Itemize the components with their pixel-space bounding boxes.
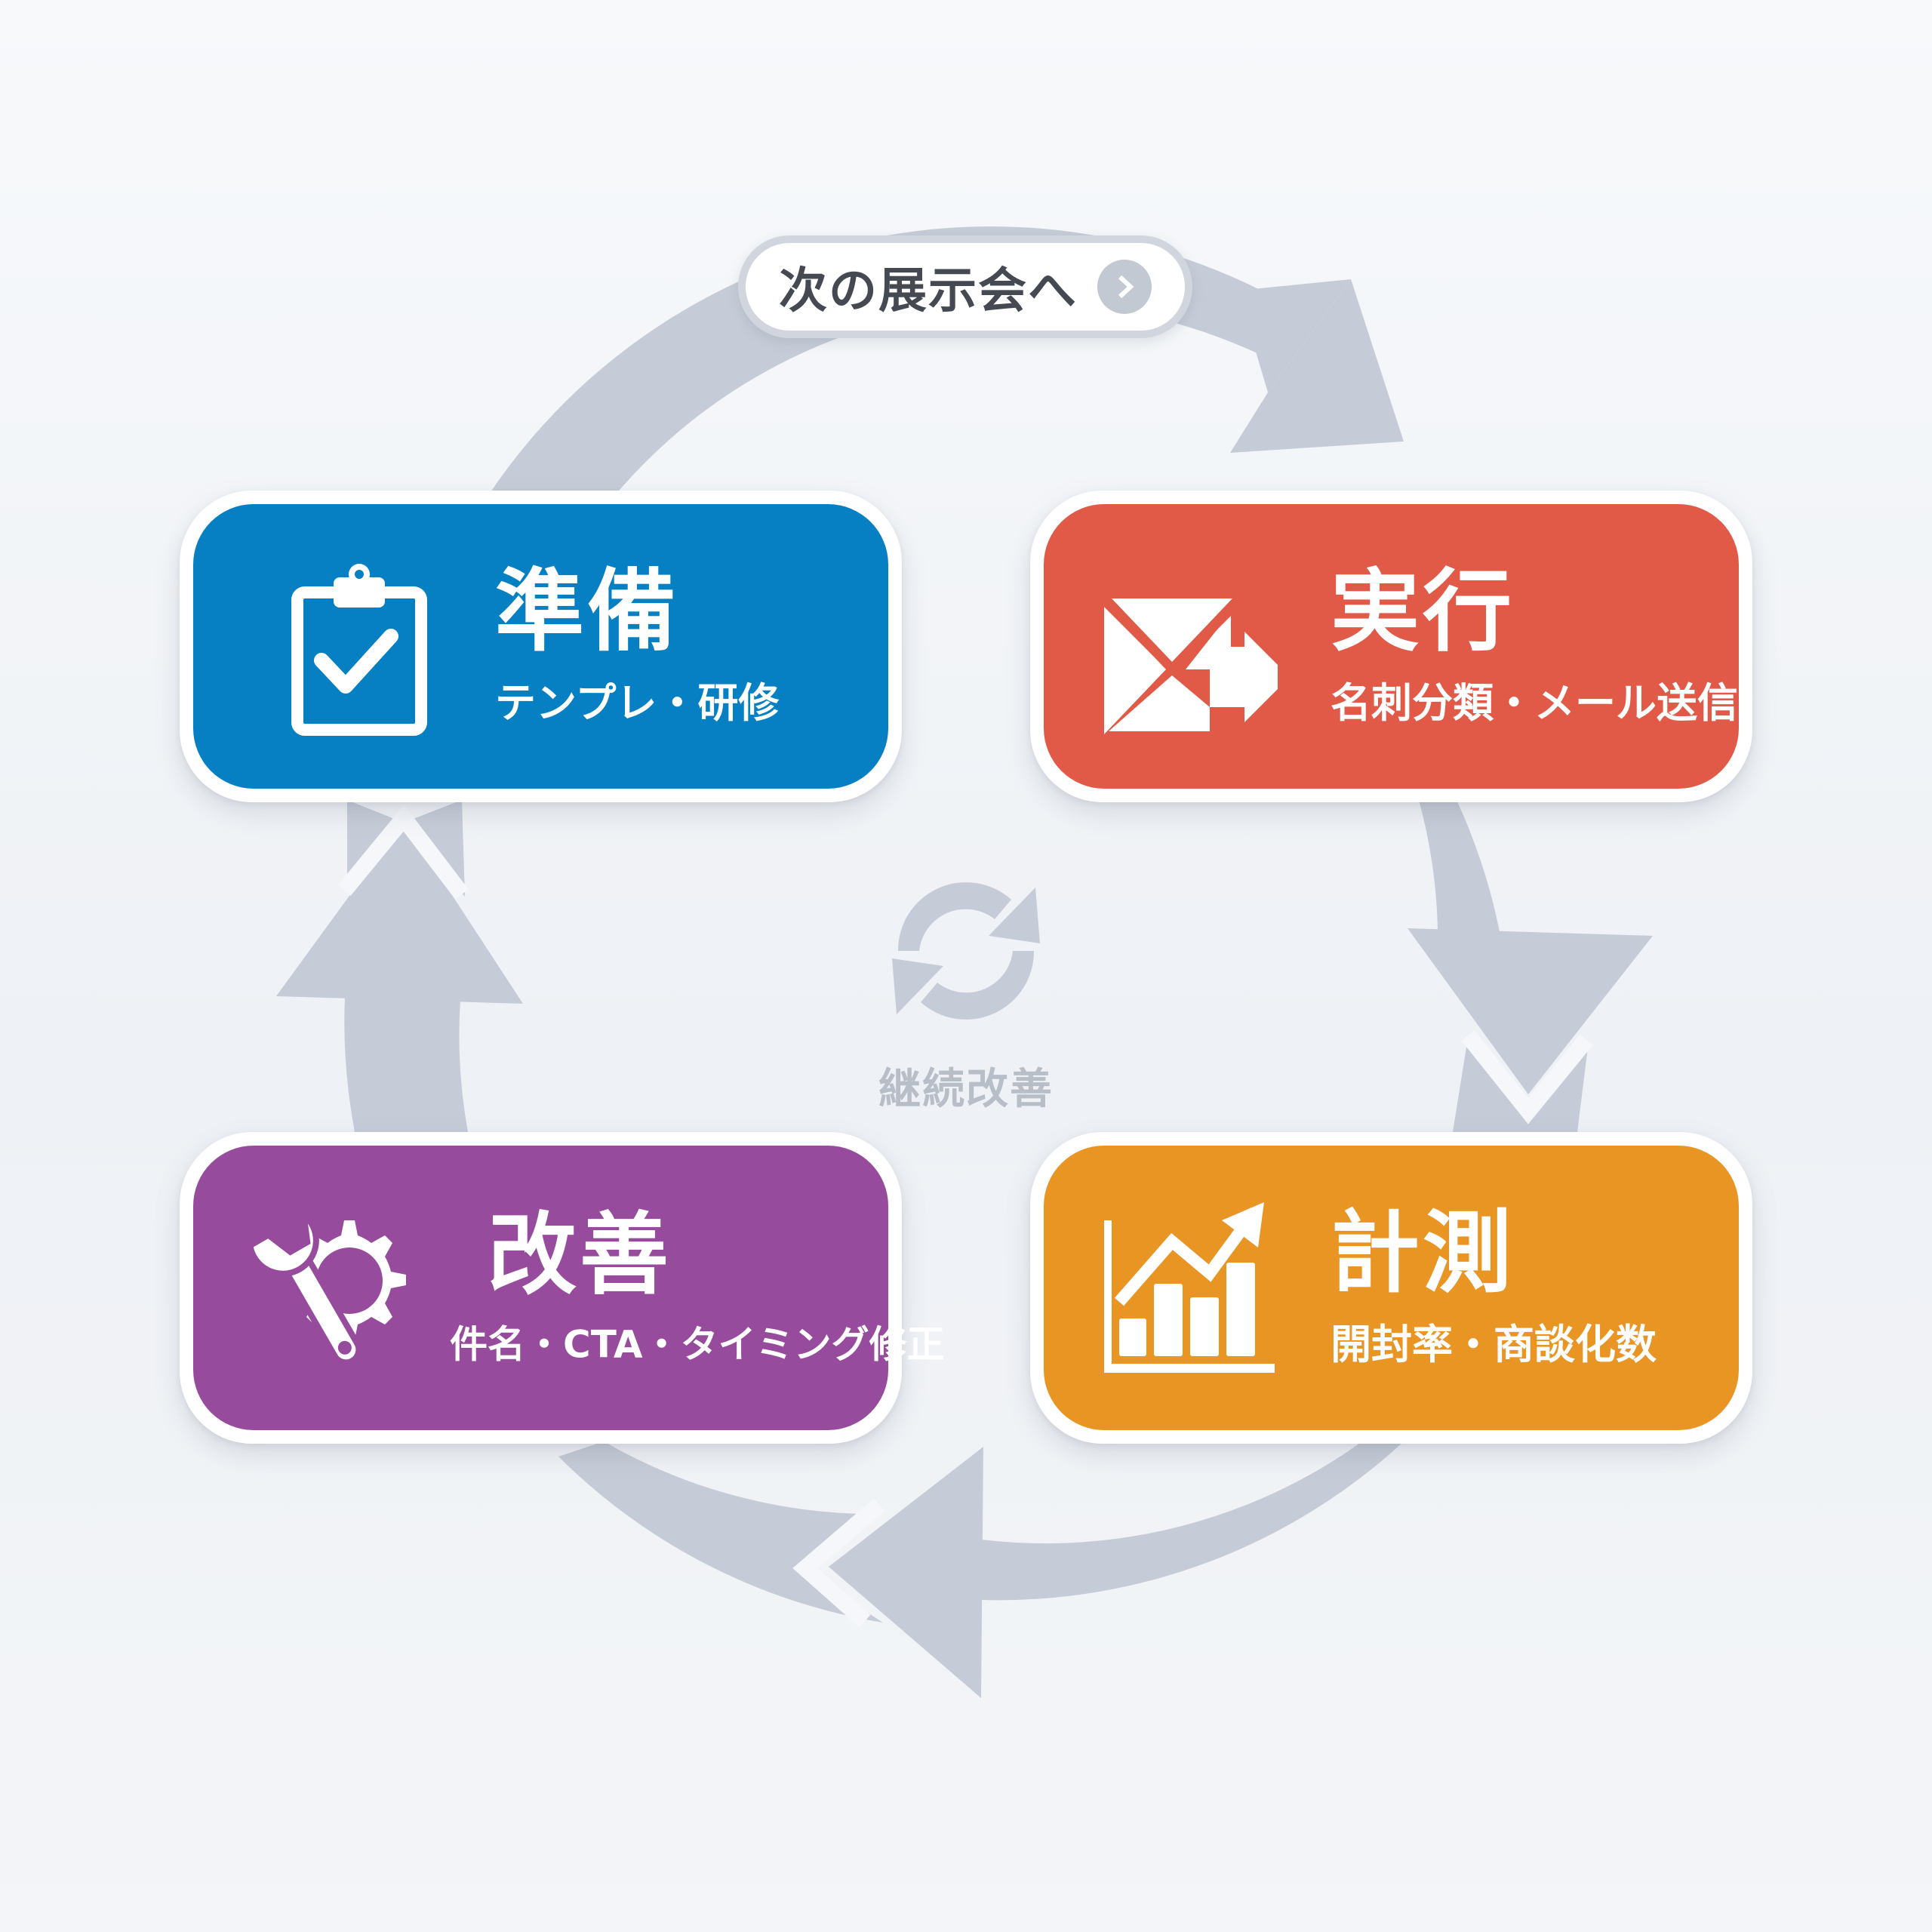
step-card-improve[interactable]: 改善 件名・CTA・タイミング修正: [180, 1132, 945, 1444]
chevron-right-icon: [1097, 260, 1152, 314]
card-subtitle: 名刺分類・メール送信: [1331, 679, 1738, 728]
arrow-head-left-up: [276, 821, 523, 1004]
card-text: 準備 テンプレ・研修: [495, 558, 780, 731]
arc-bottom: [981, 1441, 1404, 1601]
next-exhibition-pill[interactable]: 次の展示会へ: [738, 235, 1192, 338]
center-label: 継続改善: [878, 1065, 1054, 1114]
step-card-measure[interactable]: 計測 開封率・商談化数: [1030, 1132, 1752, 1444]
arc-right: [1419, 800, 1502, 951]
refresh-cycle-icon: [892, 882, 1040, 1020]
card-title: 準備: [495, 558, 680, 663]
card-title: 計測: [1331, 1200, 1515, 1305]
card-title: 実行: [1331, 558, 1515, 663]
step-card-exec[interactable]: 実行 名刺分類・メール送信: [1030, 491, 1752, 802]
step-card-prep[interactable]: 準備 テンプレ・研修: [180, 491, 902, 802]
arc-left: [344, 996, 468, 1132]
arrow-head-bottom-left: [829, 1447, 983, 1698]
arrow-head-right-down: [1407, 928, 1653, 1094]
card-subtitle: テンプレ・研修: [495, 679, 780, 728]
card-text: 改善 件名・CTA・タイミング修正: [450, 1202, 945, 1370]
clipboard-check-icon: [291, 563, 427, 736]
arrow-head-top-right: [1230, 279, 1404, 453]
card-subtitle: 開封率・商談化数: [1331, 1321, 1657, 1369]
pill-label: 次の展示会へ: [779, 263, 1078, 319]
bar-chart-trend-icon: [1104, 1201, 1275, 1373]
card-text: 実行 名刺分類・メール送信: [1331, 558, 1738, 731]
card-subtitle: 件名・CTA・タイミング修正: [450, 1322, 945, 1367]
card-title: 改善: [488, 1202, 672, 1307]
wrench-gear-icon: [246, 1207, 406, 1365]
email-send-icon: [1101, 598, 1278, 734]
card-text: 計測 開封率・商談化数: [1331, 1204, 1657, 1372]
